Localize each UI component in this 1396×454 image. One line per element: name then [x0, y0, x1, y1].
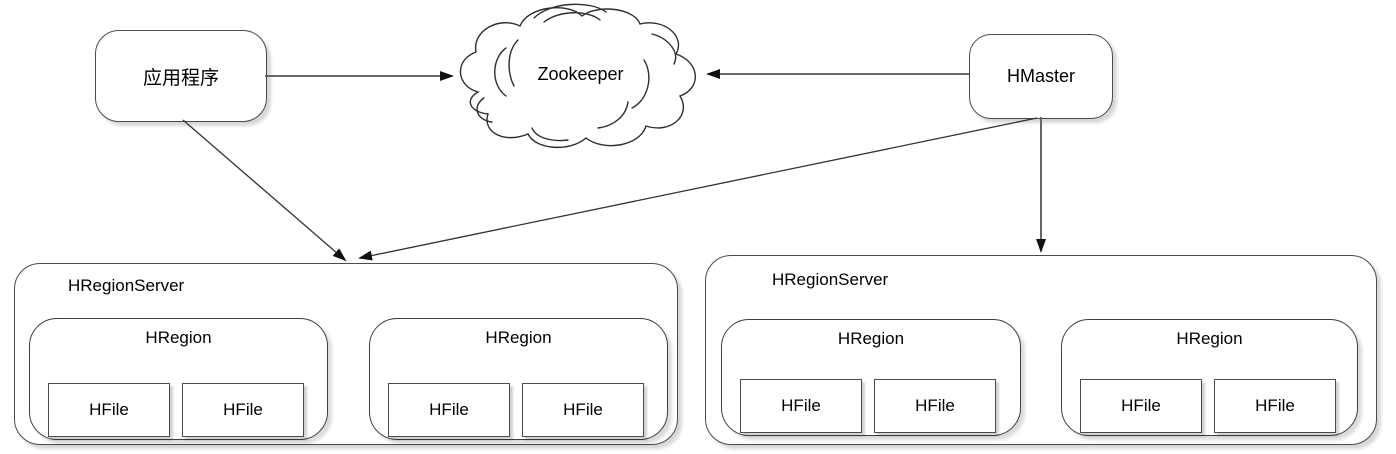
application-label: 应用程序 — [142, 67, 219, 89]
node-hfile: HFile — [1080, 379, 1202, 433]
zookeeper-label: Zookeeper — [537, 64, 624, 84]
node-hmaster: HMaster — [969, 34, 1113, 119]
node-hfile: HFile — [874, 379, 996, 433]
node-hregionserver-1: HRegionServer HRegion HFile HFile HRegio… — [14, 263, 678, 445]
node-hfile: HFile — [388, 383, 510, 437]
node-hregion-1: HRegion HFile HFile — [29, 318, 328, 440]
hmaster-label: HMaster — [1006, 66, 1075, 86]
node-application: 应用程序 — [95, 30, 267, 122]
hregion-4-label: HRegion — [1176, 329, 1243, 348]
node-hfile: HFile — [1214, 379, 1336, 433]
node-hfile: HFile — [740, 379, 862, 433]
hregion-2-label: HRegion — [485, 328, 552, 347]
hregionserver-1-label: HRegionServer — [68, 276, 185, 295]
edge-hmaster-hregionserver1 — [358, 117, 1038, 261]
node-hfile: HFile — [48, 383, 170, 437]
node-hregionserver-2: HRegionServer HRegion HFile HFile HRegio… — [705, 255, 1377, 445]
hregion-3-label: HRegion — [837, 329, 905, 348]
hregion-1-label: HRegion — [145, 328, 212, 347]
node-hregion-4: HRegion HFile HFile — [1061, 319, 1358, 436]
hregionserver-2-label: HRegionServer — [772, 270, 889, 289]
node-hfile: HFile — [522, 383, 644, 437]
edge-application-hregionserver1 — [182, 119, 347, 262]
node-hfile: HFile — [182, 383, 304, 437]
node-hregion-2: HRegion HFile HFile — [369, 318, 668, 440]
node-hregion-3: HRegion HFile HFile — [721, 319, 1021, 436]
